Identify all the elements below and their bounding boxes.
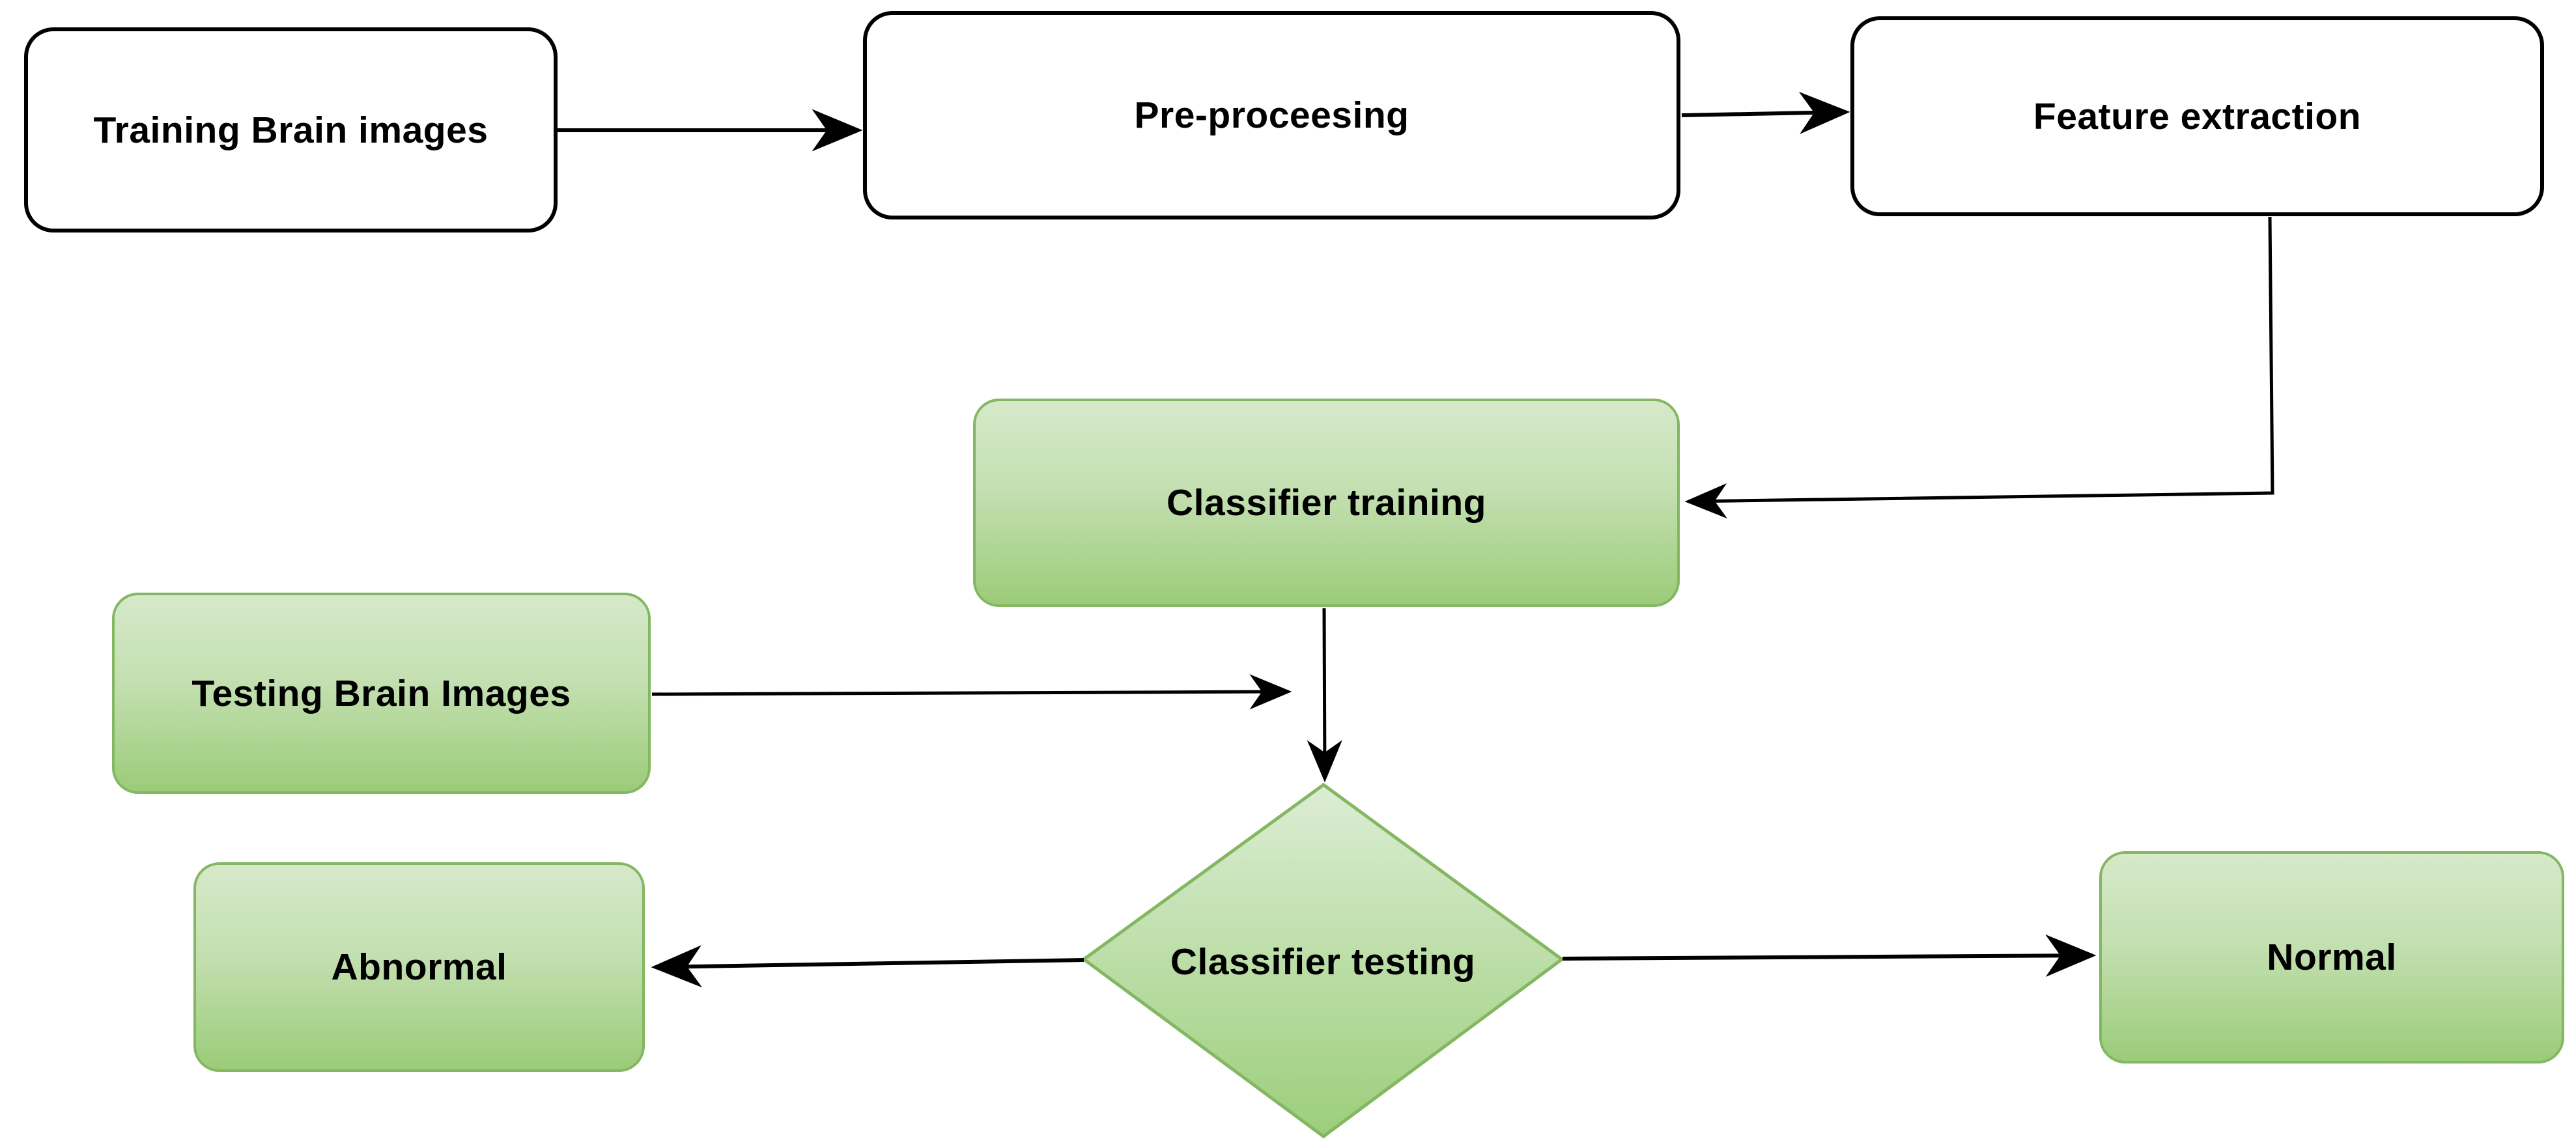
edge-classifier-testing-to-abnormal-arrow <box>651 945 1084 988</box>
node-pre-processing-label: Pre-proceesing <box>1134 94 1409 136</box>
node-abnormal: Abnormal <box>193 862 645 1072</box>
node-pre-processing: Pre-proceesing <box>863 11 1680 219</box>
edge-classifier-training-to-classifier-testing-arrow <box>1307 608 1342 783</box>
edge-feature-extraction-to-classifier-training-arrow <box>1684 216 2274 519</box>
node-abnormal-label: Abnormal <box>331 946 507 988</box>
node-classifier-testing: Classifier testing <box>1095 929 1551 994</box>
edge-testing-to-junction-arrow <box>651 674 1292 710</box>
node-training-brain-images: Training Brain images <box>24 27 558 232</box>
node-classifier-training-label: Classifier training <box>1167 482 1486 524</box>
node-testing-brain-images: Testing Brain Images <box>112 593 651 794</box>
edge-classifier-testing-to-normal-arrow <box>1562 934 2097 977</box>
node-normal: Normal <box>2099 851 2564 1064</box>
node-normal-label: Normal <box>2267 937 2397 978</box>
node-feature-extraction: Feature extraction <box>1850 16 2544 216</box>
node-feature-extraction-label: Feature extraction <box>2033 95 2362 137</box>
node-classifier-training: Classifier training <box>973 399 1680 607</box>
node-classifier-testing-label: Classifier testing <box>1170 941 1476 983</box>
node-training-brain-images-label: Training Brain images <box>93 109 488 151</box>
edge-preprocessing-to-feature-extraction-arrow <box>1681 91 1850 134</box>
node-testing-brain-images-label: Testing Brain Images <box>191 672 571 714</box>
